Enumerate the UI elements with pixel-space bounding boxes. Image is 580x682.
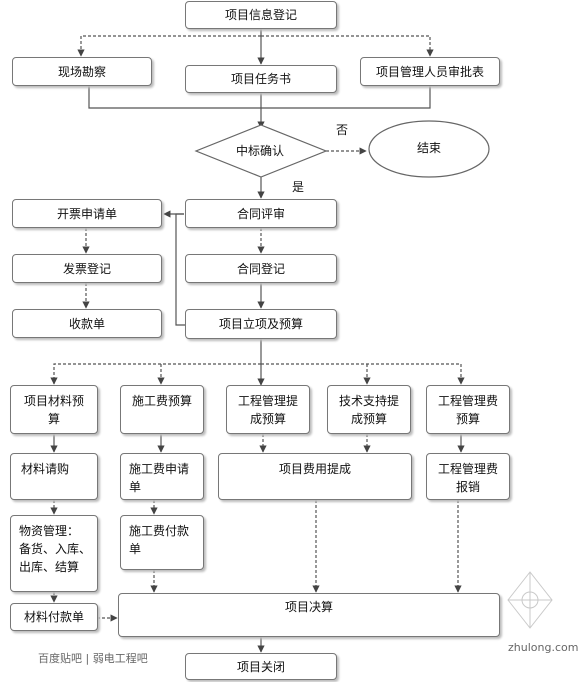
baidu-watermark: 百度贴吧 | 弱电工程吧 [38, 652, 148, 665]
material-mgmt-box: 物资管理：备货、入库、出库、结算 [10, 515, 98, 592]
mgmt-fee-reimburse-box: 工程管理费报销 [426, 453, 510, 500]
material-payment-box: 材料付款单 [10, 603, 98, 631]
closing-box: 项目关闭 [185, 653, 337, 680]
no-label: 否 [336, 123, 349, 137]
mgmt-fee-budget-box: 工程管理费预算 [426, 385, 510, 434]
invoice-register-box: 发票登记 [12, 254, 162, 283]
construction-payment-box: 施工费付款单 [120, 515, 204, 570]
register-info-box: 项目信息登记 [185, 1, 337, 29]
approval-form-box: 项目管理人员审批表 [360, 57, 500, 86]
site-survey-box: 现场勘察 [12, 57, 152, 86]
material-purchase-box: 材料请购 [10, 453, 98, 500]
yes-label: 是 [292, 180, 305, 194]
mgmt-extract-budget-box: 工程管理提成预算 [226, 385, 310, 434]
construction-apply-box: 施工费申请单 [120, 453, 204, 500]
bid-confirm-label: 中标确认 [236, 144, 285, 158]
material-budget-box: 项目材料预算 [10, 385, 98, 434]
end-ellipse [368, 120, 490, 178]
tech-support-budget-box: 技术支持提成预算 [327, 385, 411, 434]
receipt-box: 收款单 [12, 309, 162, 338]
end-label: 结束 [417, 141, 442, 155]
project-fee-extract-box: 项目费用提成 [218, 453, 412, 500]
zhulong-watermark: zhulong.com [508, 641, 579, 654]
bid-confirm-diamond [194, 124, 328, 178]
settlement-box: 项目决算 [118, 593, 500, 637]
contract-review-box: 合同评审 [185, 199, 337, 228]
project-budget-box: 项目立项及预算 [185, 309, 337, 339]
task-book-box: 项目任务书 [185, 65, 337, 93]
zhulong-logo-icon [507, 571, 553, 629]
contract-register-box: 合同登记 [185, 254, 337, 283]
invoice-apply-box: 开票申请单 [12, 199, 162, 228]
construction-budget-box: 施工费预算 [120, 385, 204, 434]
